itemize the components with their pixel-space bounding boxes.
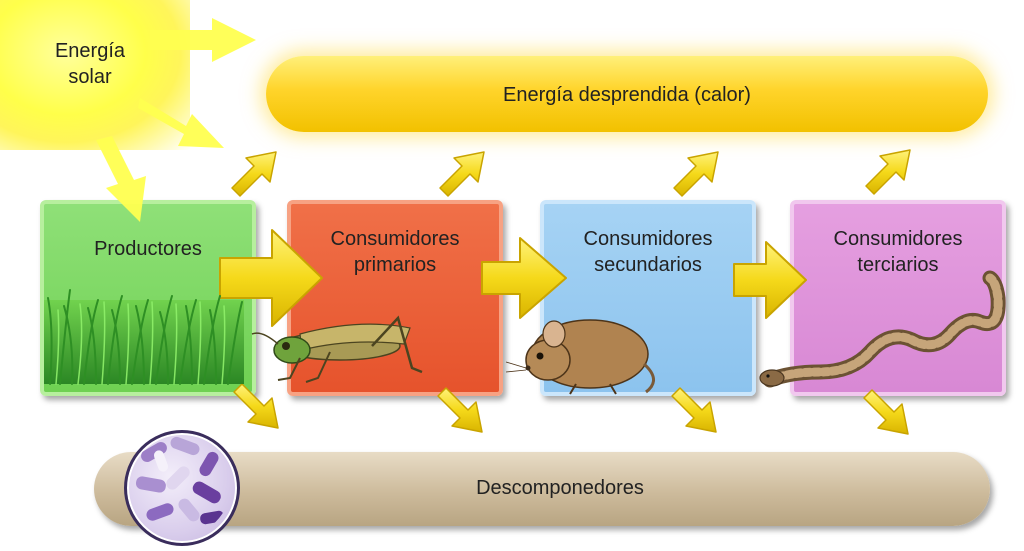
heat-arrow-producers <box>231 151 277 197</box>
sun-ray-down <box>96 136 146 222</box>
decomp-arrow-primary <box>437 387 483 433</box>
sun-ray-diagonal <box>138 98 224 148</box>
heat-energy-bar <box>266 56 988 132</box>
primary-consumers-label: Consumidores primarios <box>330 228 460 276</box>
heat-arrows <box>231 149 911 197</box>
grass-image <box>44 289 244 385</box>
sun-ray-arrows <box>96 18 256 222</box>
decomp-arrow-tertiary <box>863 389 909 435</box>
heat-energy-label: Energía desprendida (calor) <box>503 84 751 106</box>
grasshopper-image <box>251 315 423 383</box>
flow-arrow-producers-to-primary <box>219 229 323 327</box>
primary-consumers-box <box>287 200 503 396</box>
tertiary-consumers-box <box>790 200 1006 396</box>
mouse-image <box>505 319 655 395</box>
sun-glow <box>0 0 190 150</box>
snake-image <box>759 270 1006 388</box>
decomp-arrow-producers <box>233 383 279 429</box>
tertiary-consumers-label: Consumidores terciarios <box>833 228 963 276</box>
flow-arrow-secondary-to-tertiary <box>733 241 807 319</box>
secondary-consumers-label: Consumidores secundarios <box>583 228 713 276</box>
decomposers-bar <box>94 452 990 526</box>
decomposers-label: Descomponedores <box>476 477 644 499</box>
solar-energy-label: Energía solar <box>54 40 126 88</box>
sun-ray-right <box>150 18 256 62</box>
decomp-arrow-secondary <box>671 387 717 433</box>
flow-arrow-primary-to-secondary <box>481 237 567 319</box>
heat-arrow-primary <box>439 151 485 197</box>
producers-label: Productores <box>94 238 202 260</box>
heat-arrow-secondary <box>673 151 719 197</box>
flow-arrows <box>219 229 807 327</box>
heat-arrow-tertiary <box>865 149 911 195</box>
decomposers-bacteria-circle <box>124 430 240 546</box>
